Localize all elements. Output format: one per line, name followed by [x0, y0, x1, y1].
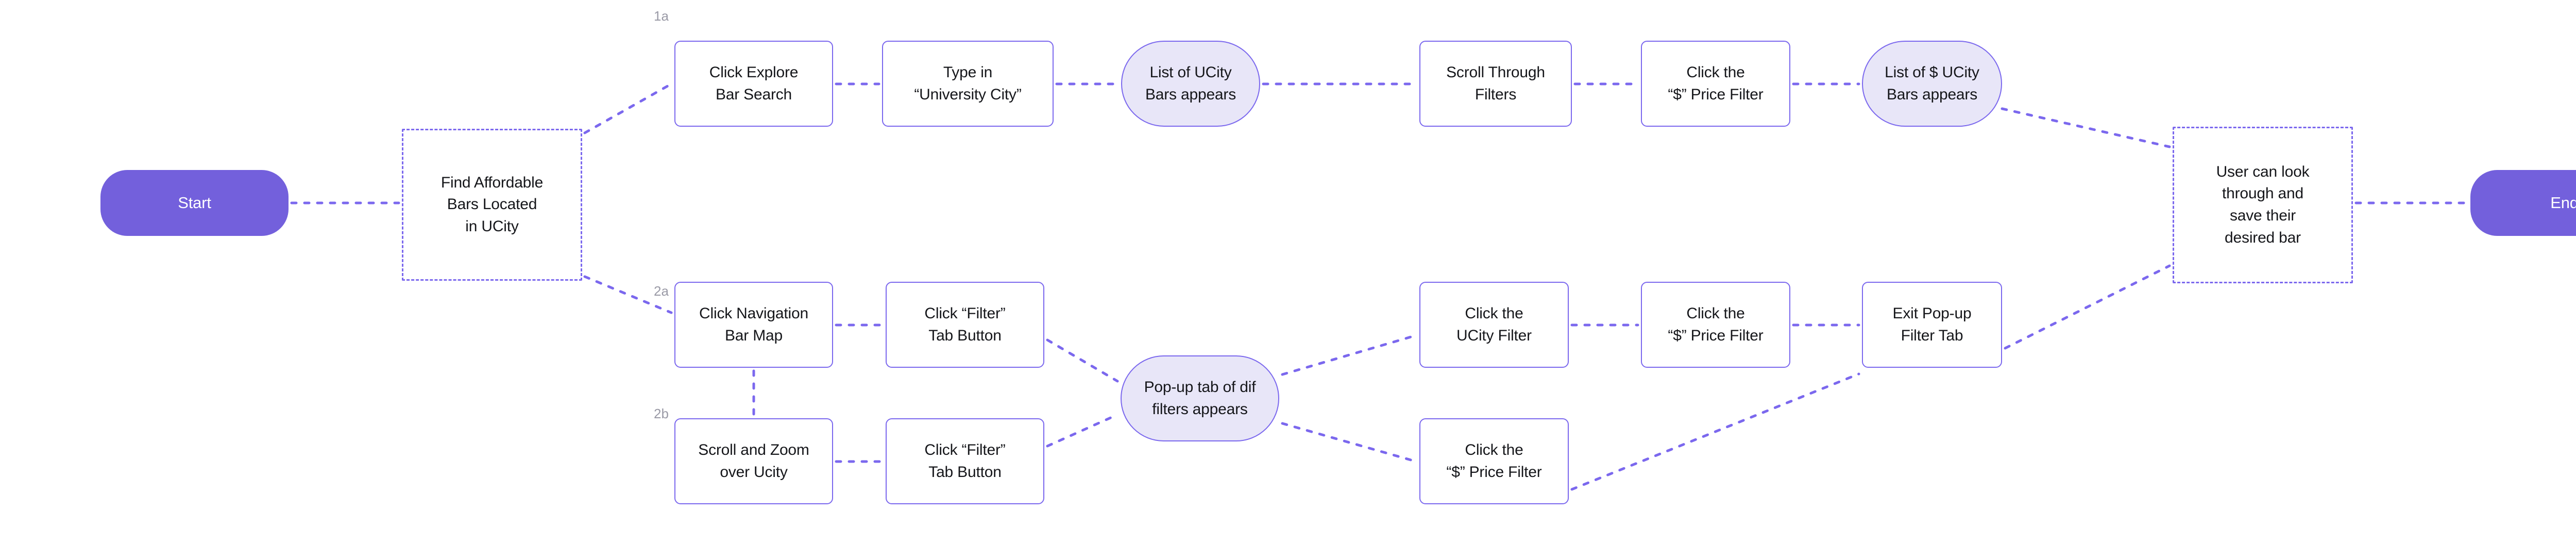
flow-node-label: Start: [178, 193, 211, 212]
flow-node-label: Click the “$” Price Filter: [1668, 63, 1764, 103]
flow-node-label: Scroll Through Filters: [1446, 63, 1545, 103]
flow-edge: [1046, 338, 1119, 383]
flow-edge: [1281, 334, 1418, 376]
flow-node-label: Find Affordable Bars Located in UCity: [440, 174, 544, 235]
flow-node-list-ucity-bars[interactable]: List of UCity Bars appears: [1121, 41, 1260, 127]
flow-node-ucity-filter[interactable]: Click the UCity Filter: [1419, 282, 1569, 368]
branch-2a-label: 2a: [654, 283, 669, 299]
flow-node-price-filter-2b[interactable]: Click the “$” Price Filter: [1419, 418, 1569, 504]
flow-node-nav-bar-map[interactable]: Click Navigation Bar Map: [674, 282, 833, 368]
flow-node-user-save-note[interactable]: User can look through and save their des…: [2173, 127, 2353, 283]
flow-node-label: List of UCity Bars appears: [1145, 63, 1236, 103]
flow-edge: [1570, 372, 1860, 491]
flow-node-price-filter-1a[interactable]: Click the “$” Price Filter: [1641, 41, 1790, 127]
flow-node-type-city[interactable]: Type in “University City”: [882, 41, 1054, 127]
flow-node-label: Click the “$” Price Filter: [1668, 304, 1764, 344]
flow-node-explore-search[interactable]: Click Explore Bar Search: [674, 41, 833, 127]
flow-node-label: Click the “$” Price Filter: [1446, 441, 1542, 481]
flow-edge: [583, 82, 673, 134]
flow-node-end[interactable]: End: [2470, 170, 2576, 236]
flow-edge: [1046, 413, 1119, 448]
flow-node-label: Click the UCity Filter: [1456, 304, 1532, 344]
flow-node-label: End: [2550, 193, 2576, 212]
flow-node-popup-filters[interactable]: Pop-up tab of dif filters appears: [1121, 355, 1279, 441]
flow-node-label: Click “Filter” Tab Button: [924, 441, 1006, 481]
flow-edge: [2004, 264, 2171, 350]
flow-edge: [1281, 422, 1418, 463]
flow-node-filter-tab-2b[interactable]: Click “Filter” Tab Button: [886, 418, 1044, 504]
flow-node-label: User can look through and save their des…: [2216, 163, 2310, 246]
flow-node-filter-tab-2a[interactable]: Click “Filter” Tab Button: [886, 282, 1044, 368]
flow-node-label: Click Navigation Bar Map: [699, 304, 808, 344]
flow-node-goal[interactable]: Find Affordable Bars Located in UCity: [402, 129, 582, 281]
flow-node-list-price-bars[interactable]: List of $ UCity Bars appears: [1862, 41, 2002, 127]
flow-edge: [2001, 107, 2171, 148]
flow-node-label: Scroll and Zoom over Ucity: [698, 441, 809, 481]
flow-node-scroll-zoom[interactable]: Scroll and Zoom over Ucity: [674, 418, 833, 504]
flow-node-label: List of $ UCity Bars appears: [1885, 63, 1979, 103]
branch-2b-label: 2b: [654, 406, 669, 421]
flow-node-exit-popup[interactable]: Exit Pop-up Filter Tab: [1862, 282, 2002, 368]
flow-node-price-filter-2a[interactable]: Click the “$” Price Filter: [1641, 282, 1790, 368]
flow-node-label: Type in “University City”: [914, 63, 1022, 103]
flow-node-scroll-filters[interactable]: Scroll Through Filters: [1419, 41, 1572, 127]
flow-node-label: Exit Pop-up Filter Tab: [1892, 304, 1972, 344]
branch-1a-label: 1a: [654, 8, 669, 24]
flow-node-label: Click “Filter” Tab Button: [924, 304, 1006, 344]
flow-node-label: Pop-up tab of dif filters appears: [1144, 378, 1256, 418]
flow-node-start[interactable]: Start: [100, 170, 289, 236]
flow-node-label: Click Explore Bar Search: [709, 63, 799, 103]
